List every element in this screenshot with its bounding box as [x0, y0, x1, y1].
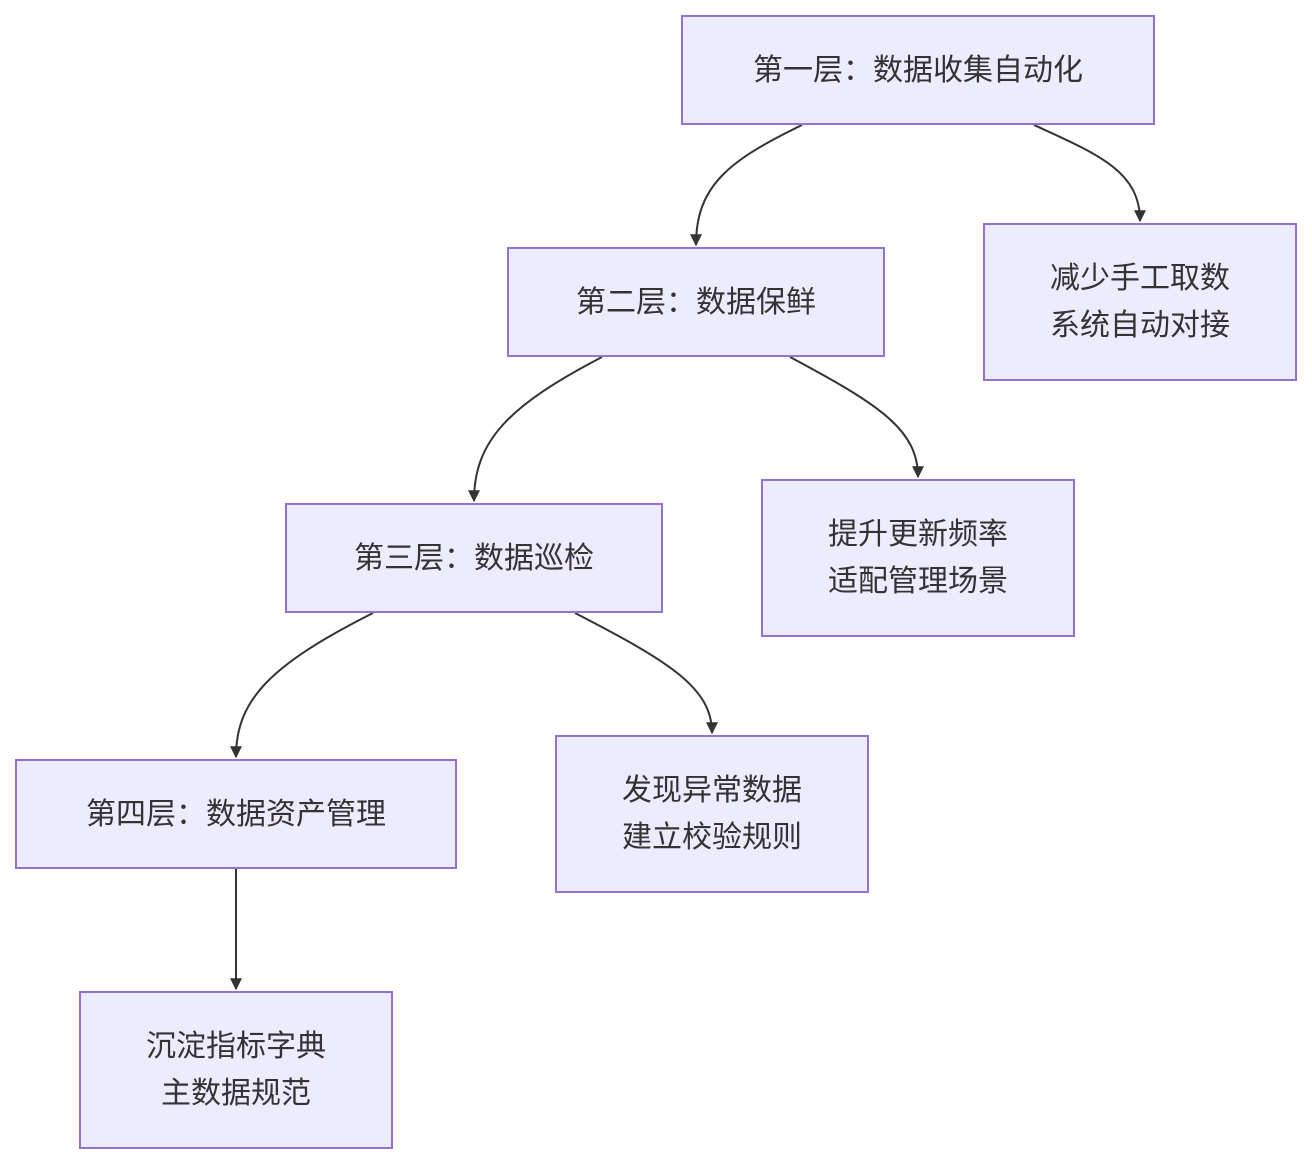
node-benefit1-line2: 系统自动对接 — [1050, 308, 1230, 343]
node-benefit4-line1: 沉淀指标字典 — [146, 1029, 326, 1064]
node-benefit2-line2: 适配管理场景 — [828, 564, 1008, 599]
edge-layer2-to-benefit2 — [789, 356, 924, 479]
node-layer1: 第一层：数据收集自动化 — [681, 15, 1155, 125]
node-layer4-label: 第四层：数据资产管理 — [86, 796, 386, 832]
node-benefit1: 减少手工取数 系统自动对接 — [983, 223, 1297, 381]
node-layer2: 第二层：数据保鲜 — [507, 247, 885, 357]
node-benefit2: 提升更新频率 适配管理场景 — [761, 479, 1075, 637]
edge-layer1-to-layer2 — [690, 124, 803, 247]
node-benefit3-line2: 建立校验规则 — [622, 820, 802, 855]
node-layer3-label: 第三层：数据巡检 — [354, 540, 594, 576]
node-benefit4-line2: 主数据规范 — [161, 1076, 311, 1111]
node-benefit2-line1: 提升更新频率 — [828, 517, 1008, 552]
edge-layer3-to-layer4 — [230, 612, 374, 759]
edge-layer3-to-benefit3 — [574, 612, 718, 735]
edge-layer2-to-layer3 — [468, 356, 603, 503]
node-layer2-label: 第二层：数据保鲜 — [576, 284, 816, 320]
node-benefit3-line1: 发现异常数据 — [622, 773, 802, 808]
node-benefit4: 沉淀指标字典 主数据规范 — [79, 991, 393, 1149]
node-layer1-label: 第一层：数据收集自动化 — [753, 52, 1083, 88]
node-layer4: 第四层：数据资产管理 — [15, 759, 457, 869]
node-benefit3: 发现异常数据 建立校验规则 — [555, 735, 869, 893]
node-benefit1-line1: 减少手工取数 — [1050, 261, 1230, 296]
edge-layer1-to-benefit1 — [1033, 124, 1146, 223]
node-layer3: 第三层：数据巡检 — [285, 503, 663, 613]
